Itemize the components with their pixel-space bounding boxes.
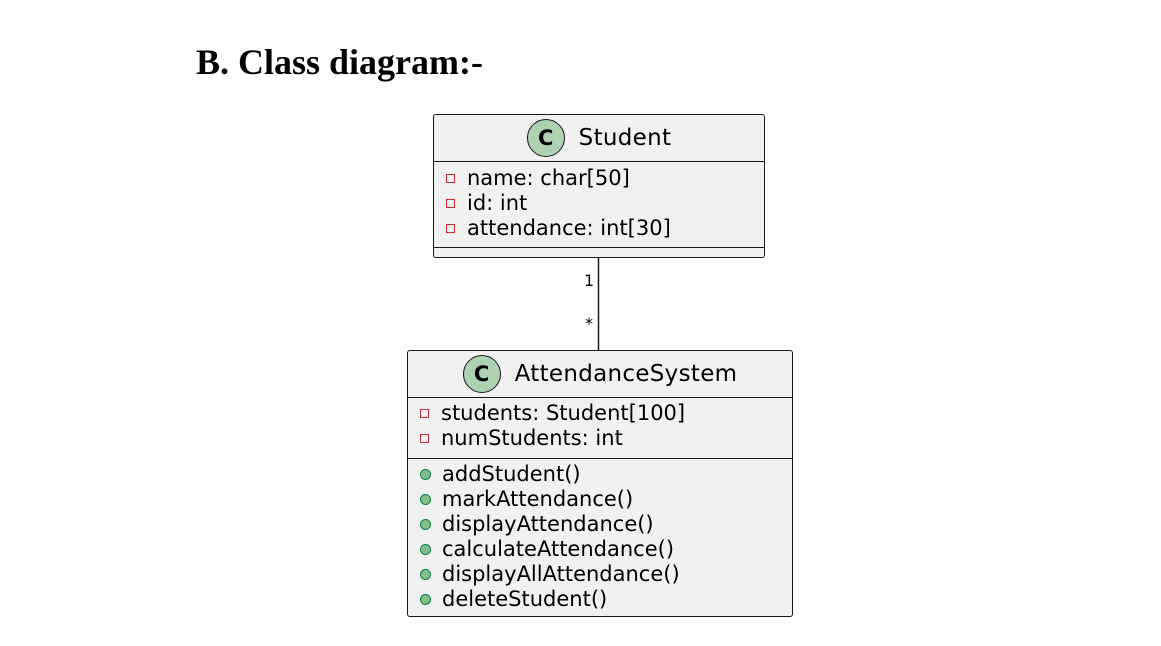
method-text: deleteStudent() xyxy=(442,587,608,611)
multiplicity-target: * xyxy=(585,314,593,333)
private-visibility-icon xyxy=(446,174,455,183)
method-text: addStudent() xyxy=(442,462,581,486)
attribute-row: numStudents: int xyxy=(420,426,792,451)
class-student-header: C Student xyxy=(434,115,764,162)
private-visibility-icon xyxy=(446,199,455,208)
method-row: markAttendance() xyxy=(420,487,792,512)
class-student-attributes: name: char[50] id: int attendance: int[3… xyxy=(434,162,764,247)
private-visibility-icon xyxy=(420,409,429,418)
class-stereotype-icon: C xyxy=(526,119,565,157)
class-stereotype-icon: C xyxy=(462,355,501,393)
public-visibility-icon xyxy=(420,544,431,555)
method-row: deleteStudent() xyxy=(420,587,792,612)
attribute-text: numStudents: int xyxy=(441,426,623,450)
attribute-row: id: int xyxy=(446,191,764,216)
attribute-text: name: char[50] xyxy=(467,166,630,190)
method-text: displayAllAttendance() xyxy=(442,562,680,586)
private-visibility-icon xyxy=(420,434,429,443)
public-visibility-icon xyxy=(420,519,431,530)
attribute-text: students: Student[100] xyxy=(441,401,686,425)
method-row: calculateAttendance() xyxy=(420,537,792,562)
class-student-name: Student xyxy=(578,125,672,151)
class-student-methods xyxy=(434,247,764,257)
method-text: displayAttendance() xyxy=(442,512,654,536)
attribute-row: attendance: int[30] xyxy=(446,216,764,241)
public-visibility-icon xyxy=(420,594,431,605)
class-attendance-system-attributes: students: Student[100] numStudents: int xyxy=(408,398,792,458)
attribute-row: name: char[50] xyxy=(446,166,764,191)
method-text: calculateAttendance() xyxy=(442,537,675,561)
class-attendance-system-methods: addStudent() markAttendance() displayAtt… xyxy=(408,458,792,612)
class-attendance-system[interactable]: C AttendanceSystem students: Student[100… xyxy=(407,350,793,617)
attribute-row: students: Student[100] xyxy=(420,401,792,426)
class-attendance-system-header: C AttendanceSystem xyxy=(408,351,792,398)
public-visibility-icon xyxy=(420,569,431,580)
class-attendance-system-name: AttendanceSystem xyxy=(514,361,738,387)
method-row: displayAttendance() xyxy=(420,512,792,537)
public-visibility-icon xyxy=(420,469,431,480)
class-student[interactable]: C Student name: char[50] id: int attenda… xyxy=(433,114,765,258)
public-visibility-icon xyxy=(420,494,431,505)
section-heading: B. Class diagram:- xyxy=(196,42,483,82)
method-row: displayAllAttendance() xyxy=(420,562,792,587)
attribute-text: id: int xyxy=(467,191,528,215)
multiplicity-source: 1 xyxy=(584,271,595,290)
method-text: markAttendance() xyxy=(442,487,634,511)
attribute-text: attendance: int[30] xyxy=(467,216,671,240)
method-row: addStudent() xyxy=(420,462,792,487)
private-visibility-icon xyxy=(446,224,455,233)
